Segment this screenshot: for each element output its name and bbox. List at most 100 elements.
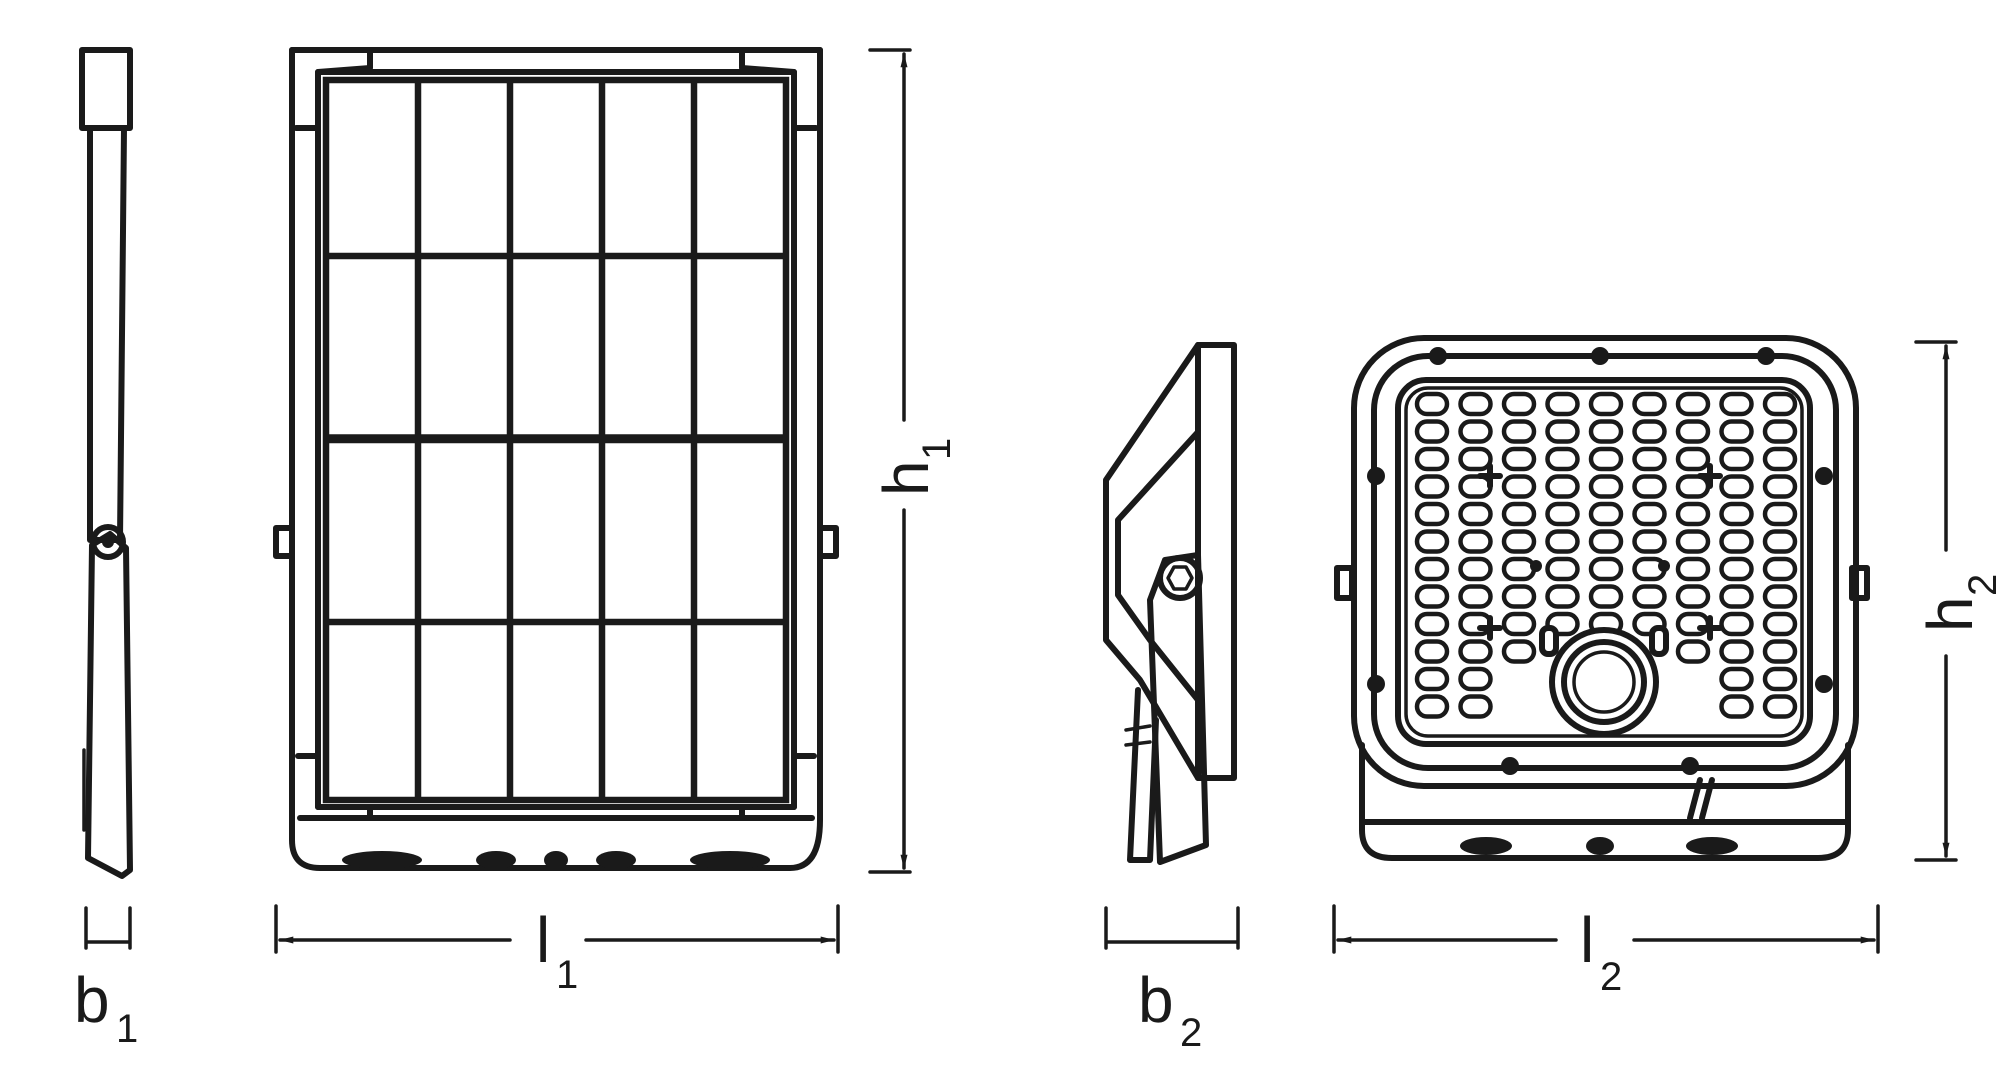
led-cell xyxy=(1675,391,1711,417)
led-cell xyxy=(1501,556,1537,582)
led-cell xyxy=(1762,419,1798,444)
led-cell xyxy=(1501,446,1537,472)
dimension-b2: b 2 xyxy=(1104,906,1240,1055)
led-cell xyxy=(1414,474,1450,499)
dimension-b1-subscript: 1 xyxy=(116,1007,138,1051)
led-cell xyxy=(1458,666,1493,692)
dimension-h1: h 1 xyxy=(868,48,959,874)
floodlight-side-view xyxy=(1103,342,1237,865)
led-cell xyxy=(1588,419,1624,444)
led-cell xyxy=(1458,419,1493,444)
led-cell xyxy=(1545,446,1580,472)
led-cell xyxy=(1632,474,1667,499)
dimension-l1-letter: l xyxy=(536,904,550,976)
led-cell xyxy=(1501,529,1537,554)
led-cell xyxy=(1588,501,1624,527)
board-crosses xyxy=(1477,463,1723,641)
led-cell xyxy=(1414,666,1450,692)
dimension-l2: l 2 xyxy=(1332,904,1880,999)
led-cell xyxy=(1458,501,1493,527)
led-array xyxy=(1414,391,1798,719)
led-cell xyxy=(1719,666,1754,692)
led-cell xyxy=(1545,501,1580,527)
led-cell xyxy=(1545,391,1580,417)
dimension-h1-subscript: 1 xyxy=(915,438,959,460)
dimension-l1-subscript: 1 xyxy=(556,953,578,997)
led-cell xyxy=(1458,446,1493,472)
led-cell xyxy=(1719,639,1754,664)
led-cell xyxy=(1414,501,1450,527)
led-cell xyxy=(1501,611,1537,637)
led-cell xyxy=(1762,501,1798,527)
led-cell xyxy=(1762,666,1798,692)
led-cell xyxy=(1762,639,1798,664)
led-cell xyxy=(1414,639,1450,664)
floodlight-front-view xyxy=(1334,335,1870,861)
led-cell xyxy=(1762,611,1798,637)
led-cell xyxy=(1414,556,1450,582)
led-cell xyxy=(1719,391,1754,417)
led-cell xyxy=(1458,584,1493,609)
led-cell xyxy=(1501,584,1537,609)
led-cell xyxy=(1719,446,1754,472)
led-cell xyxy=(1762,529,1798,554)
led-cell xyxy=(1545,611,1580,637)
led-cell xyxy=(1762,391,1798,417)
dimension-h2-letter: h xyxy=(1914,596,1986,632)
led-cell xyxy=(1414,446,1450,472)
led-cell xyxy=(1414,391,1450,417)
dimension-h2-subscript: 2 xyxy=(1961,574,2000,596)
led-cell xyxy=(1588,529,1624,554)
led-cell xyxy=(1675,501,1711,527)
led-cell xyxy=(1458,694,1493,719)
housing-screws xyxy=(1367,347,1833,775)
dimension-b2-subscript: 2 xyxy=(1180,1011,1202,1055)
led-cell xyxy=(1501,639,1537,664)
led-cell xyxy=(1675,446,1711,472)
dimension-h2: h 2 xyxy=(1914,340,2000,862)
led-cell xyxy=(1675,584,1711,609)
solar-panel-side-view xyxy=(79,47,133,879)
led-cell xyxy=(1632,446,1667,472)
led-cell xyxy=(1545,419,1580,444)
led-cell xyxy=(1588,391,1624,417)
led-cell xyxy=(1762,474,1798,499)
led-cell xyxy=(1545,529,1580,554)
led-cell xyxy=(1501,419,1537,444)
led-cell xyxy=(1632,391,1667,417)
led-cell xyxy=(1458,529,1493,554)
led-cell xyxy=(1588,474,1624,499)
led-cell xyxy=(1675,419,1711,444)
led-cell xyxy=(1501,474,1537,499)
dimension-l2-letter: l xyxy=(1580,904,1594,976)
led-cell xyxy=(1675,639,1711,664)
led-cell xyxy=(1719,419,1754,444)
led-cell xyxy=(1458,391,1493,417)
led-cell xyxy=(1458,639,1493,664)
led-cell xyxy=(1719,584,1754,609)
led-cell xyxy=(1414,694,1450,719)
led-cell xyxy=(1458,474,1493,499)
dimension-l1: l 1 xyxy=(274,904,840,997)
led-cell xyxy=(1762,446,1798,472)
led-cell xyxy=(1632,501,1667,527)
led-cell xyxy=(1545,556,1580,582)
dimension-b1-letter: b xyxy=(74,964,110,1036)
solar-panel-front-view xyxy=(273,47,839,871)
led-cell xyxy=(1719,556,1754,582)
led-cell xyxy=(1414,529,1450,554)
led-cell xyxy=(1632,419,1667,444)
led-cell xyxy=(1501,501,1537,527)
led-cell xyxy=(1414,611,1450,637)
led-cell xyxy=(1719,529,1754,554)
led-cell xyxy=(1632,584,1667,609)
led-cell xyxy=(1545,474,1580,499)
dimension-h1-letter: h xyxy=(870,460,942,496)
led-cell xyxy=(1719,694,1754,719)
dimension-l2-subscript: 2 xyxy=(1600,955,1622,999)
led-cell xyxy=(1719,611,1754,637)
led-cell xyxy=(1588,446,1624,472)
led-cell xyxy=(1762,556,1798,582)
solar-cell-grid xyxy=(322,76,790,804)
